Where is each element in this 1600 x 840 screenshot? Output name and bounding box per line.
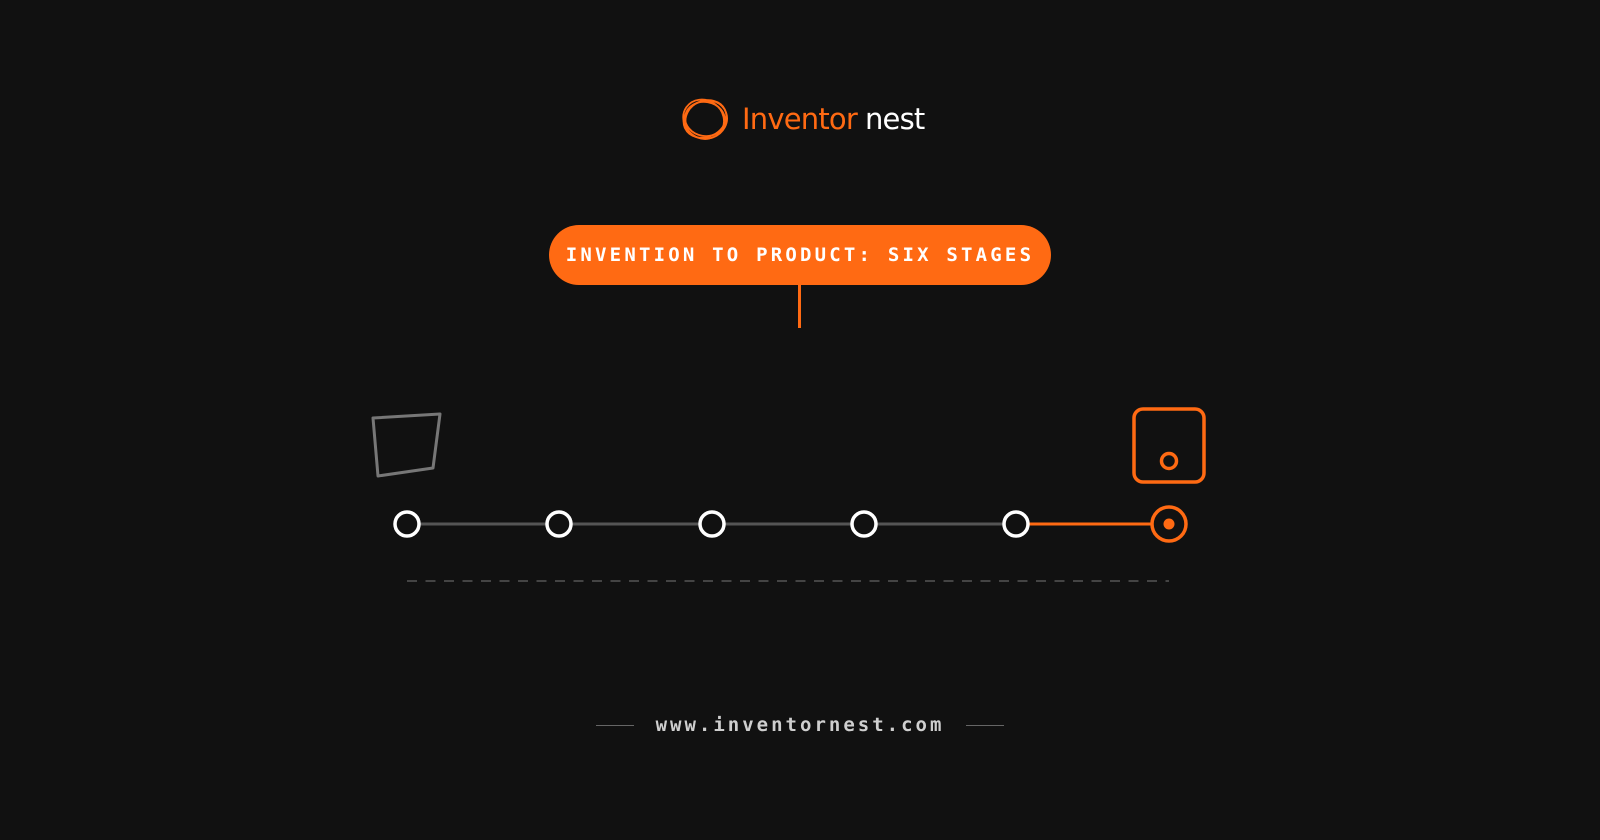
rounded-square-with-circle-icon bbox=[1132, 407, 1206, 484]
stage-node-1 bbox=[393, 510, 421, 538]
footer-url-link[interactable]: www.inventornest.com bbox=[655, 714, 945, 736]
footer: www.inventornest.com bbox=[0, 714, 1600, 736]
brand-name-secondary: nest bbox=[864, 101, 925, 136]
headline-connector bbox=[798, 285, 801, 328]
stage-node-2 bbox=[545, 510, 573, 538]
stage-node-5 bbox=[1002, 510, 1030, 538]
orbit-rings-logo-icon bbox=[682, 98, 728, 140]
headline-pill: INVENTION TO PRODUCT: SIX STAGES bbox=[549, 225, 1051, 285]
stage-node-6-active bbox=[1150, 505, 1188, 543]
stage-node-4 bbox=[850, 510, 878, 538]
footer-rule-left bbox=[595, 724, 634, 726]
tilted-square-outline-icon bbox=[371, 412, 442, 478]
footer-rule-right bbox=[966, 724, 1005, 726]
headline-label: INVENTION TO PRODUCT: SIX STAGES bbox=[565, 244, 1035, 266]
brand-name-primary: Inventor bbox=[742, 101, 858, 136]
stage-node-3 bbox=[698, 510, 726, 538]
